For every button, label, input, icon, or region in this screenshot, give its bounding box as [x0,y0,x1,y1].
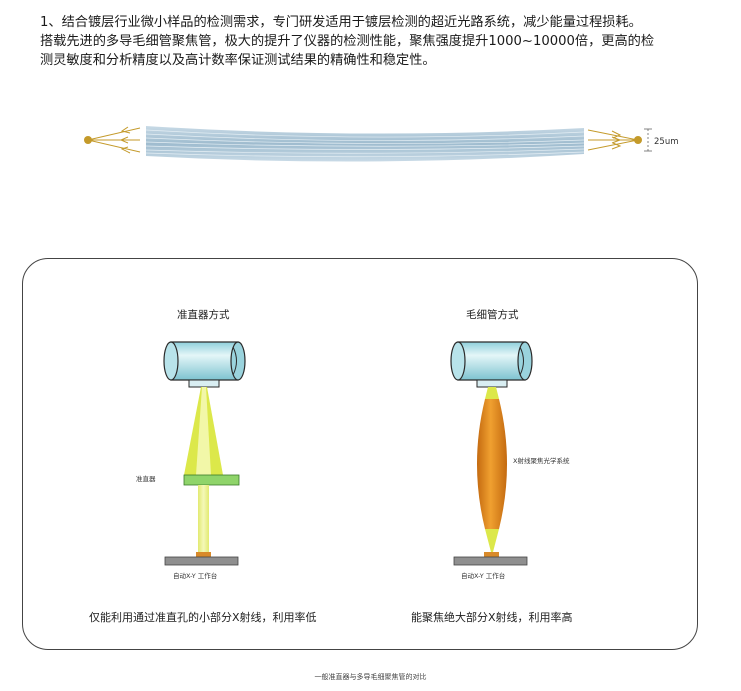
right-title: 毛细管方式 [466,309,519,321]
left-title: 准直器方式 [177,309,230,321]
right-caption: 能聚焦绝大部分X射线，利用率高 [411,611,573,624]
intro-text: 1、结合镀层行业微小样品的检测需求，专门研发适用于镀层检测的超近光路系统，减少能… [40,13,740,70]
right-stage-label: 自动X-Y 工作台 [461,572,506,580]
dimension-label: 25um [654,137,678,147]
intro-line-1: 1、结合镀层行业微小样品的检测需求，专门研发适用于镀层检测的超近光路系统，减少能… [40,15,642,30]
collimator-plate [183,474,240,486]
right-rays [587,129,639,151]
intro-line-3: 测灵敏度和分析精度以及高计数率保证测试结果的精确性和稳定性。 [40,53,436,68]
left-sample [196,552,211,557]
intro-line-2: 搭载先进的多导毛细管聚焦管，极大的提升了仪器的检测性能，聚焦强度提升1000~1… [40,34,655,49]
left-rays [87,126,141,154]
left-stage [164,556,239,566]
left-caption: 仅能利用通过准直孔的小部分X射线，利用率低 [89,611,317,624]
comparison-panel: 准直器方式 准直器 自动X-Y 工作台 仅能利用通过准直孔的小部分X射线，利用率… [22,258,698,650]
fiber-strands [145,129,585,158]
collimator-label: 准直器 [136,475,156,483]
figure-caption: 一般准直器与多导毛细聚焦管的对比 [314,673,427,681]
right-stage [453,556,528,566]
collimator-setup [163,341,246,566]
comparison-illustration [163,341,533,566]
optic-label: X射线聚焦光学系统 [513,457,570,465]
right-sample [484,552,499,557]
dimension-bracket [644,128,652,152]
capillary-optic [477,399,507,529]
left-collimated-beam [198,485,209,557]
right-xray-tube [450,341,533,388]
capillary-setup [450,341,533,566]
left-xray-tube [163,341,246,388]
right-focused-beam [485,529,499,552]
capillary-bundle-diagram: 25um [84,126,678,162]
left-stage-label: 自动X-Y 工作台 [173,572,218,580]
